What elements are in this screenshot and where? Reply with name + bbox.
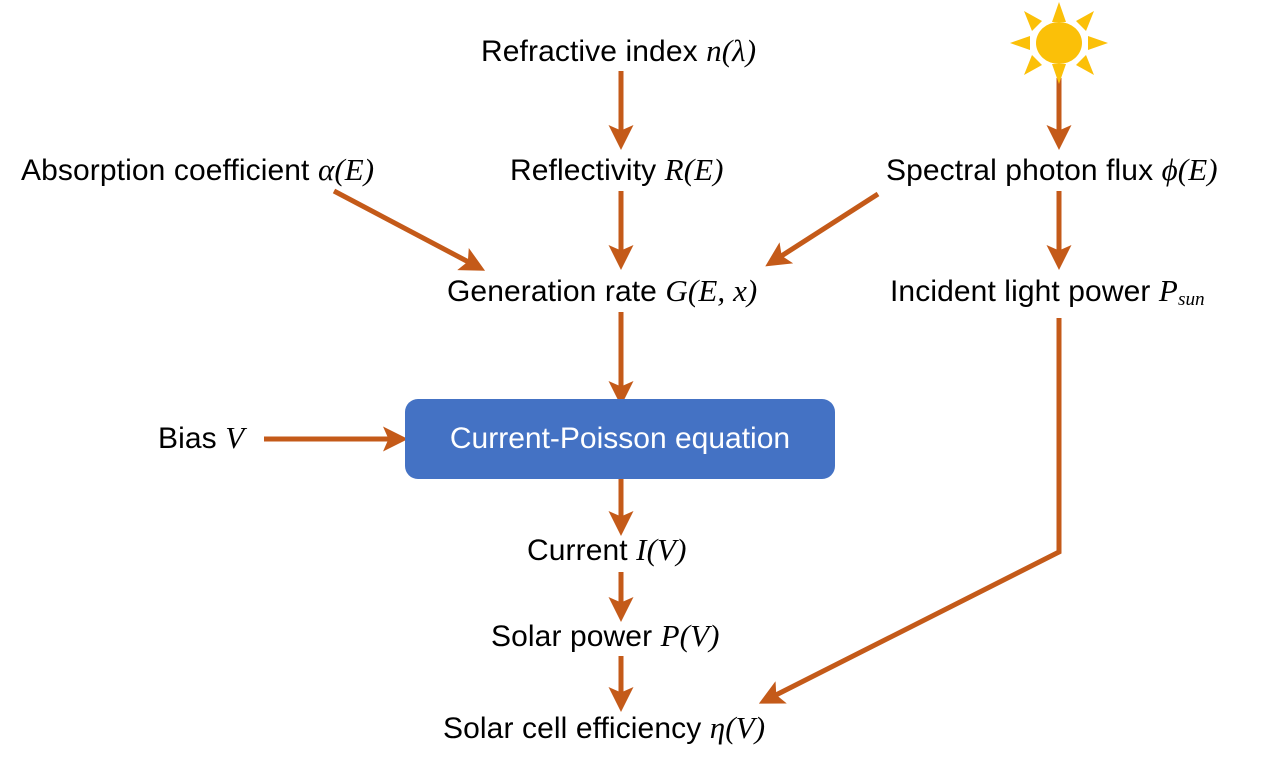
node-spectral-photon-flux-prefix: Spectral photon flux (886, 154, 1162, 187)
node-absorption-coefficient-prefix: Absorption coefficient (21, 154, 318, 187)
node-solar-power-args: (V) (679, 618, 720, 653)
node-current-args: (V) (646, 532, 687, 567)
node-spectral-photon-flux-symbol: ϕ (1161, 152, 1178, 187)
node-absorption-coefficient-args: (E) (334, 152, 375, 187)
node-incident-light-power-symbol: P (1158, 273, 1178, 308)
node-absorption-coefficient-symbol: α (317, 152, 335, 187)
node-reflectivity-prefix: Reflectivity (510, 154, 665, 187)
node-bias-symbol: V (225, 420, 245, 455)
node-current-prefix: Current (527, 534, 637, 567)
node-refractive-index-args: (λ) (721, 33, 757, 68)
node-solar-cell-efficiency-prefix: Solar cell efficiency (443, 712, 710, 745)
node-solar-cell-efficiency-args: (V) (725, 710, 766, 745)
node-reflectivity-symbol: R (664, 152, 684, 187)
node-generation-rate-symbol: G (665, 273, 688, 308)
node-bias-prefix: Bias (158, 422, 226, 455)
node-current-symbol: I (636, 532, 647, 567)
node-incident-light-power: Incident light power Psun (890, 273, 1205, 311)
node-generation-rate: Generation rate G(E, x) (447, 273, 758, 308)
node-refractive-index-symbol: n (706, 33, 722, 68)
node-absorption-coefficient: Absorption coefficient α(E) (21, 152, 375, 187)
edge-incident-light-power-to-solar-cell-efficiency (758, 318, 1062, 704)
node-current-poisson-equation-label: Current-Poisson equation (449, 422, 791, 455)
node-incident-light-power-subscript: sun (1177, 289, 1205, 311)
edge-spectral-photon-flux-to-generation-rate (765, 191, 880, 267)
node-generation-rate-prefix: Generation rate (447, 275, 666, 308)
node-spectral-photon-flux-args: (E) (1177, 152, 1218, 187)
node-spectral-photon-flux: Spectral photon flux ϕ(E) (886, 152, 1218, 187)
node-solar-cell-efficiency: Solar cell efficiency η(V) (443, 710, 766, 745)
node-solar-power-prefix: Solar power (491, 620, 661, 653)
sun-icon (1010, 2, 1108, 84)
node-refractive-index-prefix: Refractive index (481, 35, 707, 68)
node-reflectivity: Reflectivity R(E) (510, 152, 724, 187)
node-reflectivity-args: (E) (683, 152, 724, 187)
node-bias: Bias V (158, 420, 245, 455)
node-generation-rate-args: (E, x) (687, 273, 758, 308)
node-refractive-index: Refractive index n(λ) (481, 33, 757, 68)
node-solar-power: Solar power P(V) (491, 618, 720, 653)
node-incident-light-power-prefix: Incident light power (890, 275, 1159, 308)
node-current: Current I(V) (527, 532, 687, 567)
node-solar-cell-efficiency-symbol: η (709, 710, 726, 745)
node-solar-power-symbol: P (660, 618, 680, 653)
node-current-poisson-equation[interactable]: Current-Poisson equation (405, 399, 835, 479)
edge-absorption-coefficient-to-generation-rate (332, 188, 486, 271)
